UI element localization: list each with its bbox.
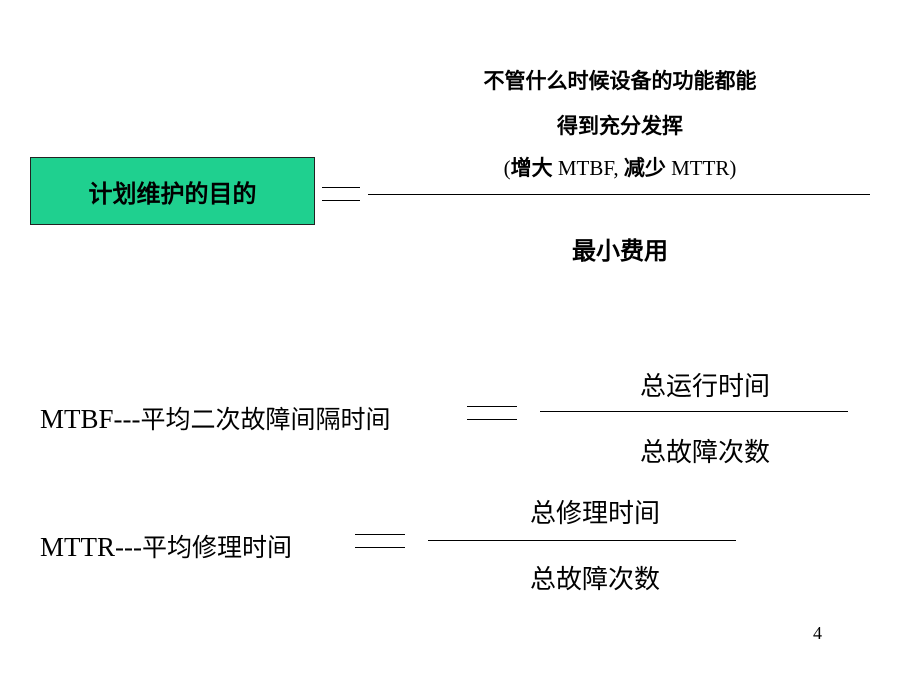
decrease-text: 减少 bbox=[623, 156, 666, 180]
goal-label: 计划维护的目的 bbox=[88, 179, 257, 208]
goal-box: 计划维护的目的 bbox=[30, 157, 315, 225]
mtbf-numerator: 总运行时间 bbox=[639, 372, 770, 402]
mtbf-term: MTBF, bbox=[552, 156, 624, 180]
goal-numerator-line3: (增大 MTBF, 减少 MTTR) bbox=[400, 152, 840, 182]
mttr-abbr: MTTR--- bbox=[40, 532, 142, 562]
goal-equals-sign bbox=[322, 187, 360, 201]
mttr-term: MTTR) bbox=[665, 156, 737, 180]
goal-numerator-line1: 不管什么时候设备的功能都能 bbox=[483, 69, 757, 93]
mttr-label-zh: 平均修理时间 bbox=[141, 533, 292, 562]
mttr-numerator: 总修理时间 bbox=[529, 499, 660, 529]
increase-text: 增大 bbox=[510, 156, 553, 180]
mtbf-label-zh: 平均二次故障间隔时间 bbox=[140, 405, 391, 434]
mtbf-denominator: 总故障次数 bbox=[639, 438, 770, 468]
mtbf-equals-sign bbox=[467, 406, 517, 420]
goal-numerator-line2: 得到充分发挥 bbox=[557, 114, 683, 138]
mtbf-abbr: MTBF--- bbox=[40, 404, 141, 434]
mttr-fraction-line bbox=[428, 540, 736, 541]
goal-fraction-line bbox=[368, 194, 870, 195]
mttr-label: MTTR---平均修理时间 bbox=[40, 528, 292, 564]
goal-denominator: 最小费用 bbox=[572, 237, 668, 265]
mttr-denominator: 总故障次数 bbox=[529, 565, 660, 595]
page-number: 4 bbox=[813, 623, 822, 643]
mtbf-label: MTBF---平均二次故障间隔时间 bbox=[40, 400, 391, 436]
paren-open: ( bbox=[503, 156, 511, 180]
mttr-equals-sign bbox=[355, 534, 405, 548]
mtbf-fraction-line bbox=[540, 411, 848, 412]
